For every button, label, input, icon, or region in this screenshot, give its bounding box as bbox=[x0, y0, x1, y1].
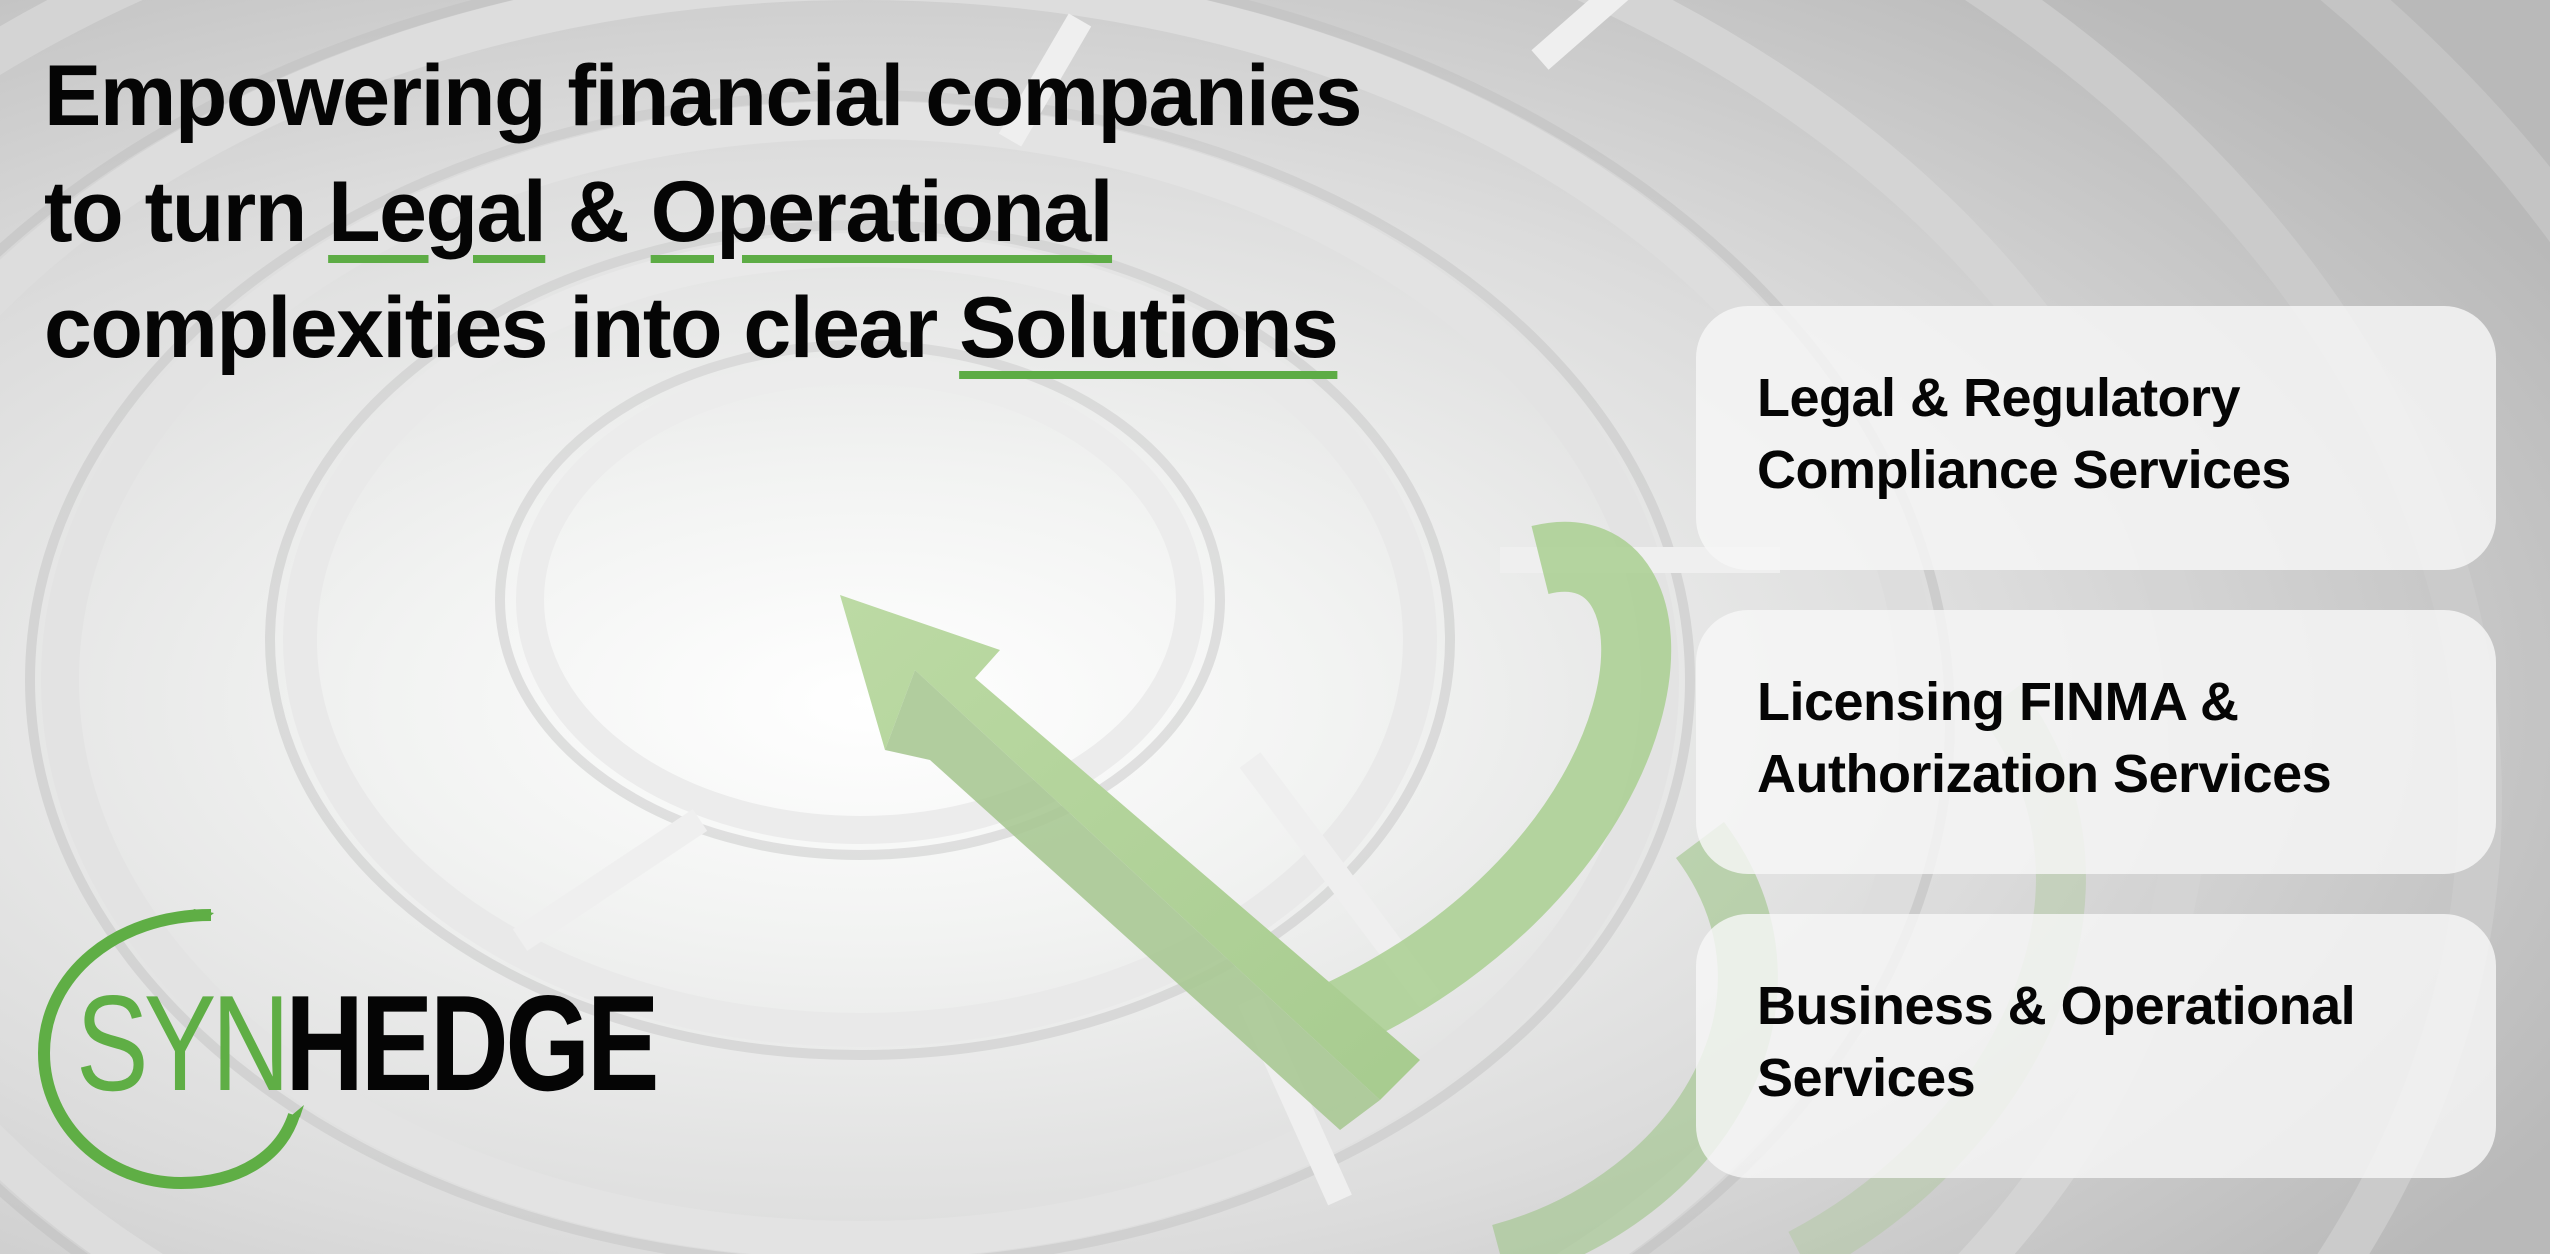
headline-text: Empowering financial companies to turn bbox=[44, 48, 1362, 260]
service-card-legal-regulatory[interactable]: Legal & Regulatory Compliance Services bbox=[1696, 306, 2496, 570]
service-card-label: Business & Operational Services bbox=[1757, 970, 2356, 1114]
hero-headline: Empowering financial companies to turn L… bbox=[44, 38, 1444, 386]
service-card-label-line: Services bbox=[1757, 1048, 1976, 1108]
headline-highlight-solutions: Solutions bbox=[959, 280, 1339, 376]
logo-hedge: HEDGE bbox=[285, 967, 659, 1119]
headline-text: complexities into clear bbox=[44, 280, 960, 376]
service-card-label: Legal & Regulatory Compliance Services bbox=[1757, 362, 2291, 506]
logo-syn: SYN bbox=[76, 967, 290, 1119]
service-card-label-line: Legal & Regulatory bbox=[1757, 368, 2241, 428]
logo-wordmark: SYNHEDGE bbox=[76, 975, 659, 1111]
synhedge-logo[interactable]: SYNHEDGE bbox=[36, 905, 676, 1190]
service-card-label-line: Licensing FINMA & bbox=[1757, 672, 2239, 732]
service-card-licensing-finma[interactable]: Licensing FINMA & Authorization Services bbox=[1696, 610, 2496, 874]
service-card-label: Licensing FINMA & Authorization Services bbox=[1757, 666, 2332, 810]
service-card-label-line: Business & Operational bbox=[1757, 976, 2356, 1036]
headline-text: & bbox=[545, 164, 651, 260]
service-card-label-line: Compliance Services bbox=[1757, 440, 2291, 500]
headline-highlight-legal: Legal bbox=[328, 164, 547, 260]
service-card-business-operational[interactable]: Business & Operational Services bbox=[1696, 914, 2496, 1178]
logo-ring-icon bbox=[37, 909, 304, 1190]
headline-highlight-operational: Operational bbox=[650, 164, 1114, 260]
service-card-label-line: Authorization Services bbox=[1757, 744, 2332, 804]
services-list: Legal & Regulatory Compliance Services L… bbox=[1696, 306, 2496, 1218]
